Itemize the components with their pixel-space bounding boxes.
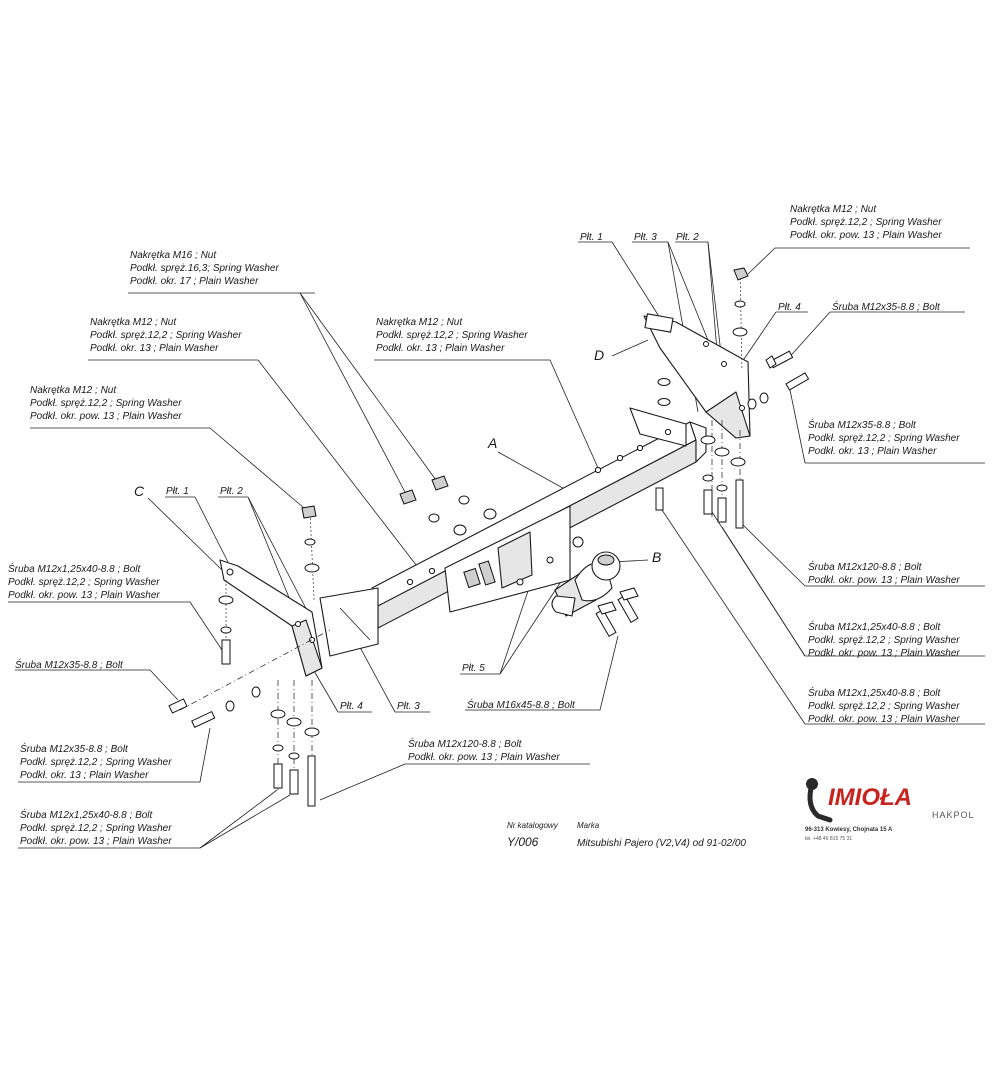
catalogue-number-caption: Nr katalogowy	[507, 821, 559, 830]
callout-nut-left-a-line-1: Nakrętka M12 ; Nut	[90, 317, 177, 328]
hardware-top-right	[657, 267, 749, 406]
callout-bolt-bottom-line-2: Podkł. okr. pow. 13 ; Plain Washer	[408, 752, 560, 763]
make-caption: Marka	[577, 821, 600, 830]
callout-nut-m16-line-3: Podkł. okr. 17 ; Plain Washer	[130, 276, 259, 287]
callout-nut-center-line-3: Podkł. okr. 13 ; Plain Washer	[376, 343, 505, 354]
tow-ball-b	[551, 551, 639, 637]
callout-nut-top-right-line-2: Podkł. spręż.12,2 ; Spring Washer	[790, 217, 942, 228]
hardware-right-bolts	[655, 350, 810, 529]
callout-nut-m16-line-1: Nakrętka M16 ; Nut	[130, 250, 217, 261]
callout-bolt-l3-line-1: Śruba M12x35-8.8 ; Bolt	[20, 742, 129, 755]
callout-bolt-l4-line-1: Śruba M12x1,25x40-8.8 ; Bolt	[20, 808, 154, 821]
callout-nut-left-b-line-1: Nakrętka M12 ; Nut	[30, 385, 117, 396]
plate-label-4-left: Płt. 4	[340, 701, 363, 712]
callout-bolt-r4-line-3: Podkł. okr. pow. 13 ; Plain Washer	[808, 648, 960, 659]
side-bracket-d	[643, 313, 751, 439]
part-letter-d: D	[594, 347, 604, 363]
callout-bolt-l1-line-2: Podkł. spręż.12,2 ; Spring Washer	[8, 577, 160, 588]
brand-name: IMIOŁA	[828, 784, 912, 811]
callout-bolt-l3-line-2: Podkł. spręż.12,2 ; Spring Washer	[20, 757, 172, 768]
company-address: 96-313 Kowiesy, Chojnata 15 A	[805, 827, 893, 833]
callout-bolt-m16-line-1: Śruba M16x45-8.8 ; Bolt	[467, 698, 576, 711]
callout-bolt-r3-line-1: Śruba M12x120-8.8 ; Bolt	[808, 560, 923, 573]
callout-nut-center-line-2: Podkł. spręż.12,2 ; Spring Washer	[376, 330, 528, 341]
center-mount-plate	[444, 505, 584, 613]
side-bracket-c	[219, 559, 323, 677]
callout-bolt-l2-line-1: Śruba M12x35-8.8 ; Bolt	[15, 658, 124, 671]
callout-nut-left-b-line-3: Podkł. okr. pow. 13 ; Plain Washer	[30, 411, 182, 422]
callout-bolt-l1-line-1: Śruba M12x1,25x40-8.8 ; Bolt	[8, 562, 142, 575]
callout-bolt-r5-line-2: Podkł. spręż.12,2 ; Spring Washer	[808, 701, 960, 712]
callout-bolt-l1-line-3: Podkł. okr. pow. 13 ; Plain Washer	[8, 590, 160, 601]
callout-bolt-r3-line-2: Podkł. okr. pow. 13 ; Plain Washer	[808, 575, 960, 586]
company-phone: tel. +48 46 815 75 31	[805, 836, 852, 842]
beam-holes	[406, 428, 672, 586]
plate-label-1-right: Płt. 1	[580, 232, 603, 243]
hardware-center	[399, 475, 497, 536]
callout-bolt-r4-line-2: Podkł. spręż.12,2 ; Spring Washer	[808, 635, 960, 646]
callout-nut-left-a-line-2: Podkł. spręż.12,2 ; Spring Washer	[90, 330, 242, 341]
cross-beam-a	[319, 407, 707, 657]
part-letter-c: C	[134, 483, 145, 499]
plate-label-2-left: Płt. 2	[220, 486, 243, 497]
callout-bolt-l4-line-3: Podkł. okr. pow. 13 ; Plain Washer	[20, 836, 172, 847]
plate-label-3-right: Płt. 3	[634, 232, 657, 243]
title-block: Nr katalogowy Y/006 Marka Mitsubishi Paj…	[507, 821, 746, 849]
callout-nut-center-line-1: Nakrętka M12 ; Nut	[376, 317, 463, 328]
callout-bolt-l4-line-2: Podkł. spręż.12,2 ; Spring Washer	[20, 823, 172, 834]
part-letter-a: A	[487, 435, 497, 451]
callout-nut-top-right-line-3: Podkł. okr. pow. 13 ; Plain Washer	[790, 230, 942, 241]
callout-bolt-r2-line-3: Podkł. okr. 13 ; Plain Washer	[808, 446, 937, 457]
hardware-left	[168, 505, 331, 807]
plate-label-4-right: Płt. 4	[778, 302, 801, 313]
callout-bolt-bottom-line-1: Śruba M12x120-8.8 ; Bolt	[408, 737, 523, 750]
part-letter-b: B	[652, 549, 661, 565]
brand-subtitle: HAKPOL	[932, 810, 975, 820]
vehicle-model: Mitsubishi Pajero (V2,V4) od 91-02/00	[577, 838, 746, 849]
catalogue-number: Y/006	[507, 835, 539, 849]
brand-logo: IMIOŁA HAKPOL 96-313 Kowiesy, Chojnata 1…	[805, 778, 975, 842]
callout-bolt-l3-line-3: Podkł. okr. 13 ; Plain Washer	[20, 770, 149, 781]
ball-bolts	[595, 587, 639, 637]
callout-bolt-r5-line-3: Podkł. okr. pow. 13 ; Plain Washer	[808, 714, 960, 725]
plate-label-1-left: Płt. 1	[166, 486, 189, 497]
callout-bolt-r2-line-2: Podkł. spręż.12,2 ; Spring Washer	[808, 433, 960, 444]
callout-bolt-r1-line-1: Śruba M12x35-8.8 ; Bolt	[832, 300, 941, 313]
callout-nut-left-b-line-2: Podkł. spręż.12,2 ; Spring Washer	[30, 398, 182, 409]
plate-label-2-right: Płt. 2	[676, 232, 699, 243]
callout-nut-top-right-line-1: Nakrętka M12 ; Nut	[790, 204, 877, 215]
callout-nut-m16-line-2: Podkł. spręż.16,3; Spring Washer	[130, 263, 279, 274]
callout-nut-left-a-line-3: Podkł. okr. 13 ; Plain Washer	[90, 343, 219, 354]
callout-bolt-r4-line-1: Śruba M12x1,25x40-8.8 ; Bolt	[808, 620, 942, 633]
leader-lines	[8, 241, 985, 849]
callout-bolt-r5-line-1: Śruba M12x1,25x40-8.8 ; Bolt	[808, 686, 942, 699]
callout-bolt-r2-line-1: Śruba M12x35-8.8 ; Bolt	[808, 418, 917, 431]
plate-label-3-left: Płt. 3	[397, 701, 420, 712]
plate-label-5: Płt. 5	[462, 663, 485, 674]
